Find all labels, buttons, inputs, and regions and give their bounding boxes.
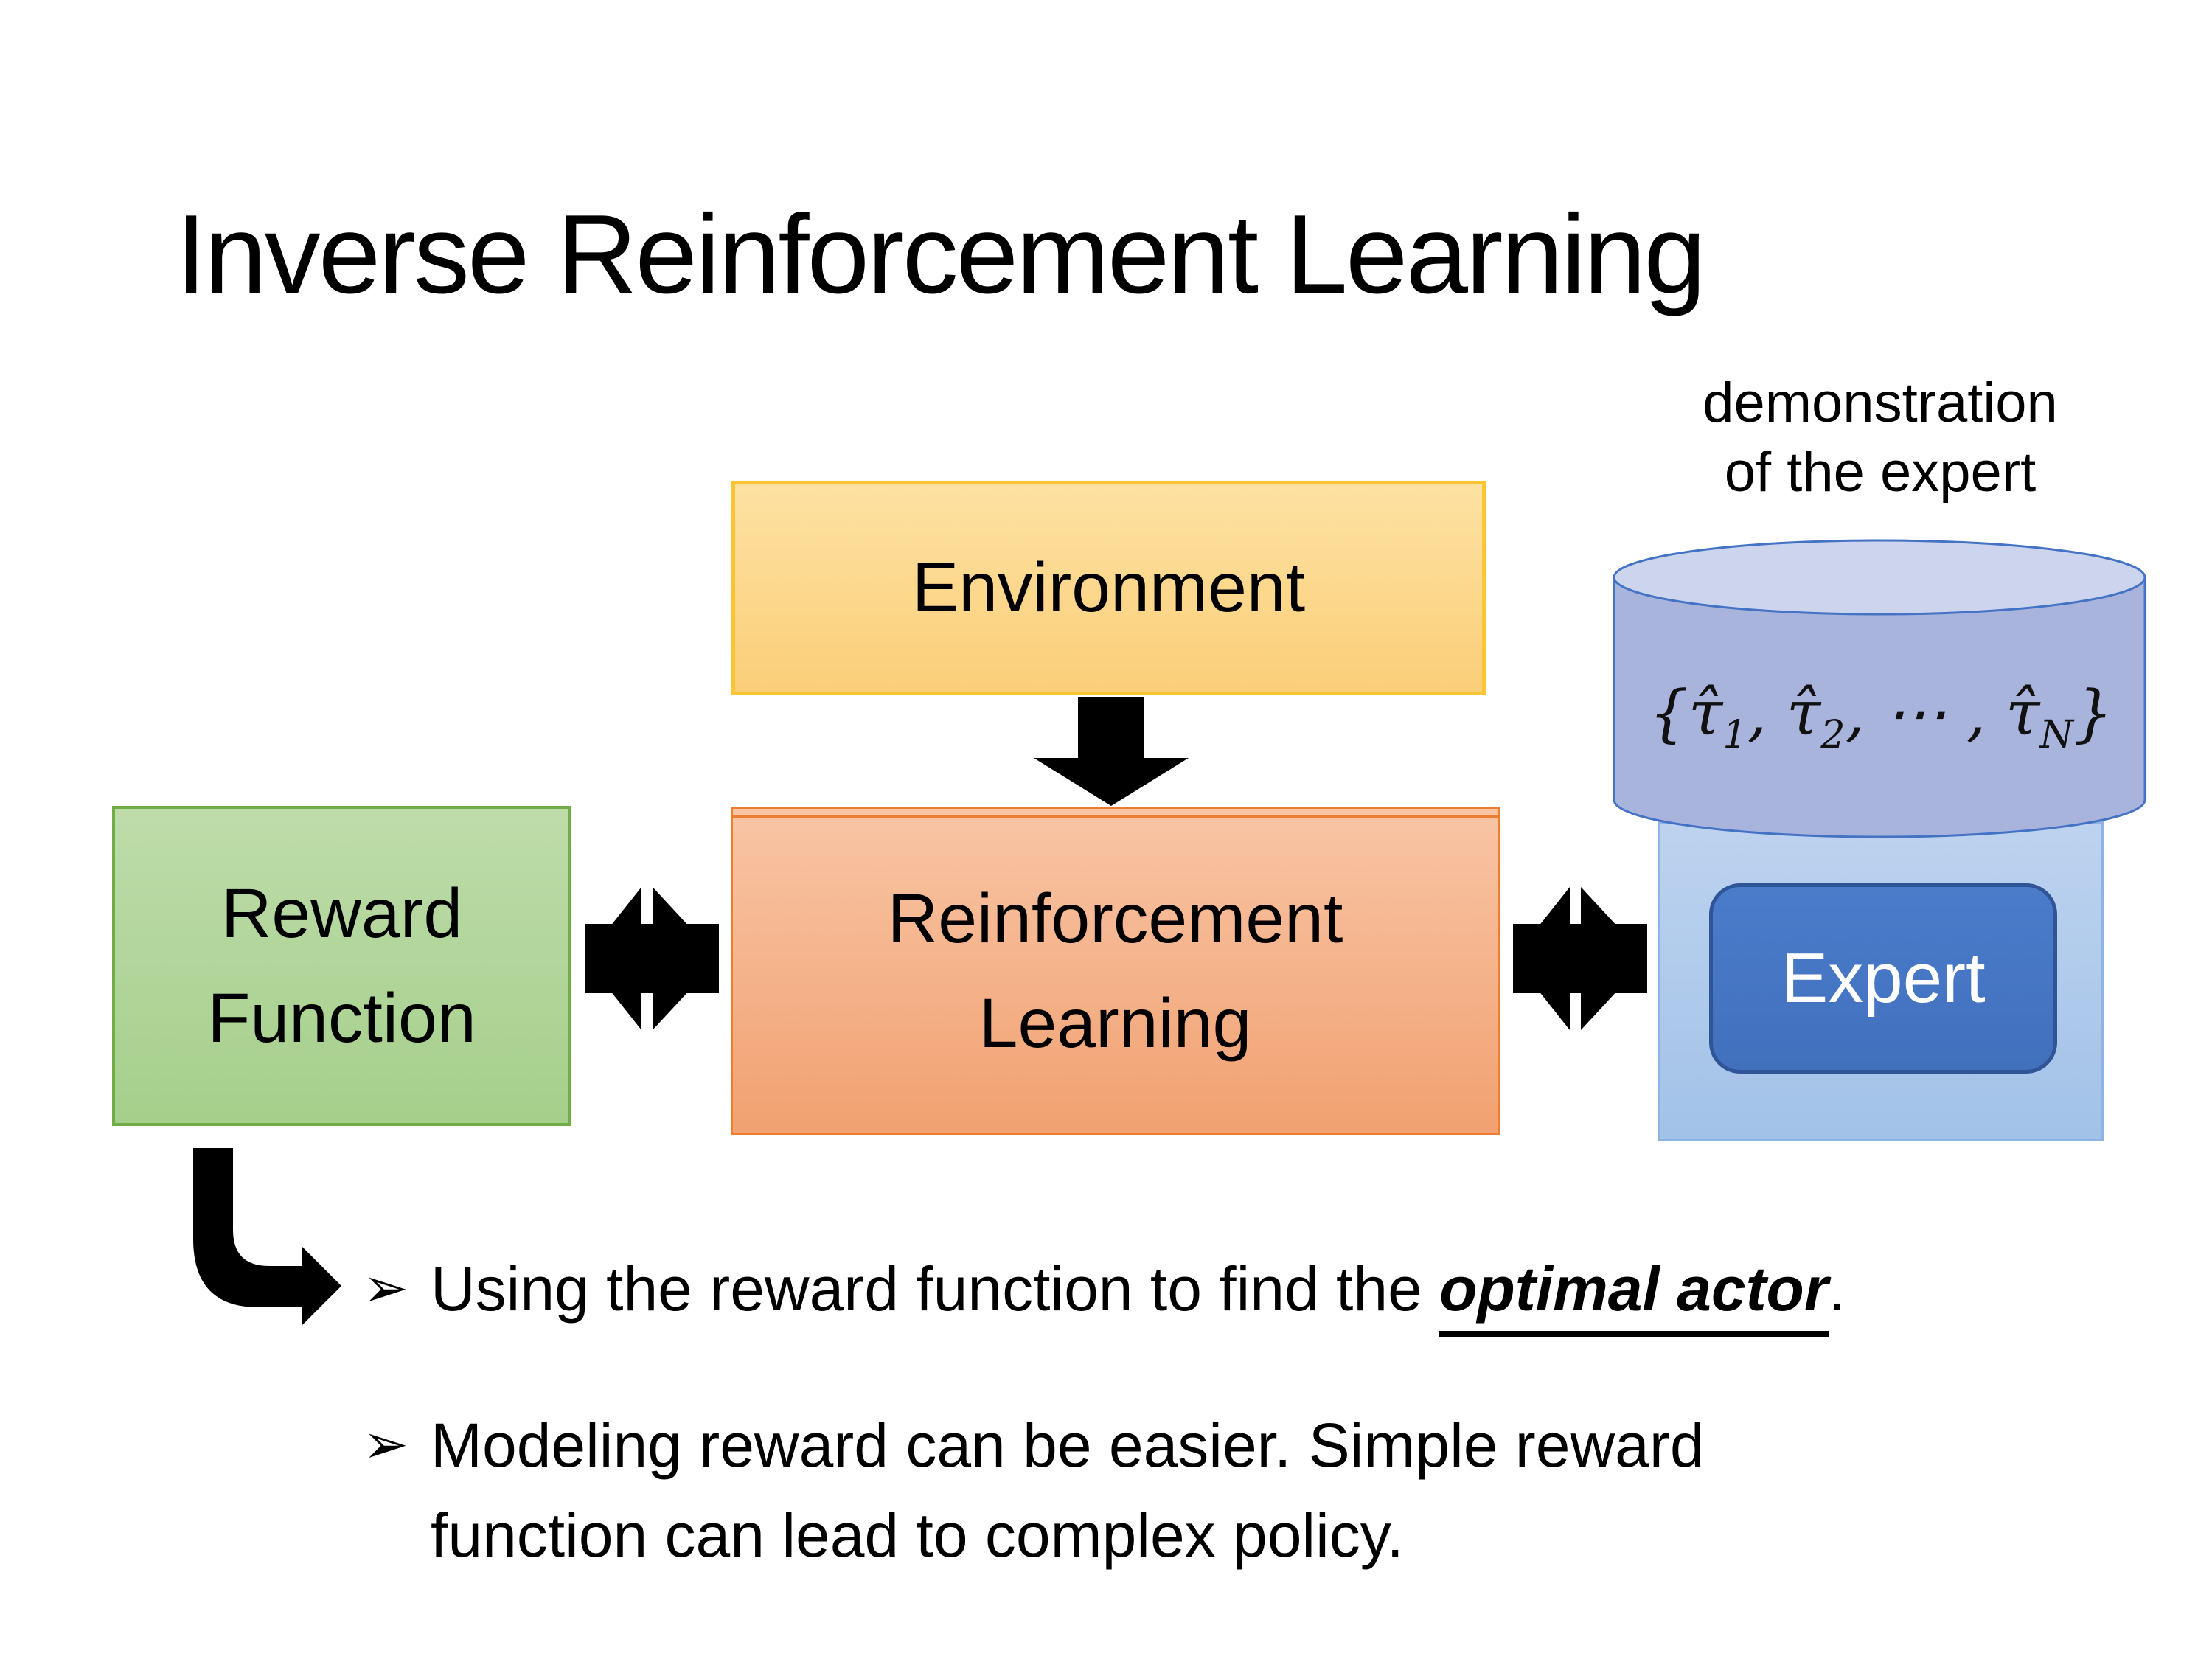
bullet-text-1: Using the reward function to find the op… <box>431 1245 1846 1337</box>
reward-function-label: Reward Function <box>207 861 476 1071</box>
formula-close-brace: } <box>2073 677 2113 749</box>
expert-label: Expert <box>1781 939 1986 1018</box>
bullet2-line2: function can lead to complex policy. <box>431 1500 1404 1570</box>
formula-tau3: τ̂ <box>2006 677 2040 749</box>
bullet-text-2: Modeling reward can be easier. Simple re… <box>431 1401 1705 1581</box>
demonstration-cylinder-icon <box>1613 539 2146 838</box>
reward-label-line2: Function <box>207 979 476 1057</box>
bullet-marker-icon: ➢ <box>363 1257 409 1318</box>
formula-sep2: , ⋯ , <box>1845 677 2006 749</box>
bent-arrow-icon <box>193 1148 341 1325</box>
bullet1-pre: Using the reward function to find the <box>431 1254 1440 1324</box>
rl-label-line1: Reinforcement <box>887 879 1343 958</box>
demo-caption-line1: demonstration <box>1703 372 2058 434</box>
demo-caption: demonstration of the expert <box>1585 369 2175 507</box>
reward-label-line1: Reward <box>220 874 463 953</box>
reinforcement-learning-box: Reinforcement Learning <box>731 807 1500 1135</box>
environment-box: Environment <box>731 481 1486 695</box>
formula-sub2: 2 <box>1820 712 1846 757</box>
reward-rl-double-arrow-icon <box>585 887 719 1030</box>
bullet-item-1: ➢ Using the reward function to find the … <box>363 1245 2132 1337</box>
bullet-marker-icon: ➢ <box>363 1413 409 1475</box>
formula-open-brace: { <box>1649 677 1688 749</box>
reinforcement-learning-label: Reinforcement Learning <box>888 866 1343 1077</box>
down-arrow-icon <box>1034 697 1189 806</box>
trajectory-set-formula: {τ̂1, τ̂2, ⋯ , τ̂N} <box>1634 677 2128 757</box>
bullet2-line1: Modeling reward can be easier. Simple re… <box>431 1411 1705 1480</box>
rl-box-inner-line <box>733 815 1498 818</box>
formula-sep1: , <box>1747 677 1787 749</box>
bullet1-emphasis: optimal actor <box>1439 1254 1829 1337</box>
environment-label: Environment <box>911 549 1306 627</box>
demo-caption-line2: of the expert <box>1724 441 2037 504</box>
formula-tau1: τ̂ <box>1688 677 1723 749</box>
reward-function-box: Reward Function <box>112 806 571 1126</box>
formula-sub1: 1 <box>1722 712 1747 757</box>
rl-expert-double-arrow-icon <box>1513 887 1647 1030</box>
bullet-item-2: ➢ Modeling reward can be easier. Simple … <box>363 1401 2059 1581</box>
rl-label-line2: Learning <box>978 984 1252 1062</box>
slide-title: Inverse Reinforcement Learning <box>175 192 1706 317</box>
formula-sub3: N <box>2039 712 2074 757</box>
formula-tau2: τ̂ <box>1786 677 1821 749</box>
expert-box: Expert <box>1709 883 2057 1074</box>
bullet1-post: . <box>1828 1254 1846 1324</box>
